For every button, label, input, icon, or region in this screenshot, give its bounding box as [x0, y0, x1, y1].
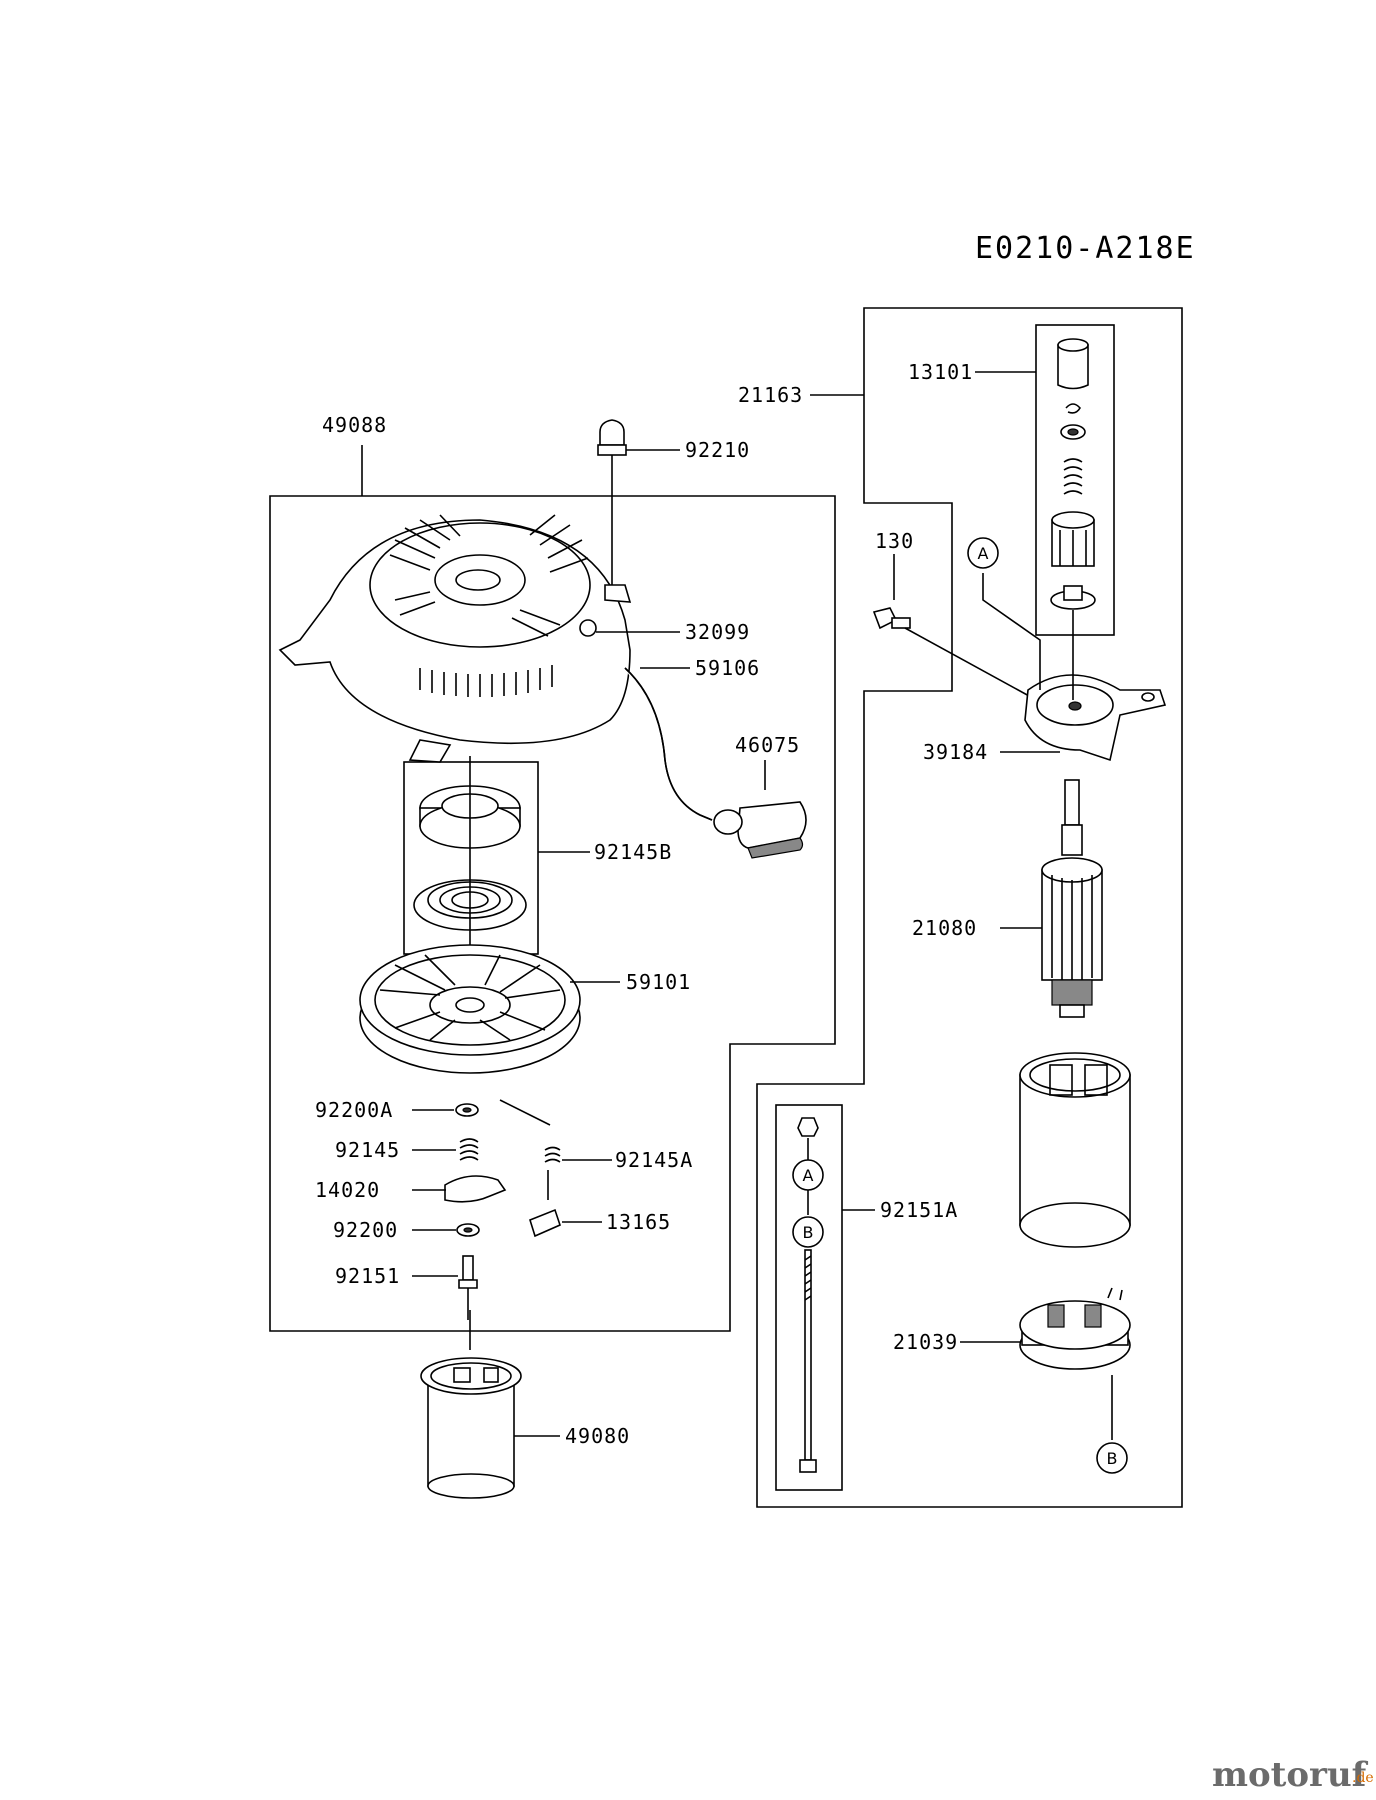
recoil-cover-32099: [278, 514, 632, 763]
marker-a-top: A: [967, 537, 999, 569]
starter-handle-46075: [713, 801, 807, 859]
screw-guide-line: [904, 627, 1041, 703]
label-92151: 92151: [335, 1264, 400, 1288]
svg-text:B: B: [803, 1223, 814, 1242]
bolt-92151: [458, 1255, 478, 1289]
starter-motor-frame: [756, 307, 1183, 1508]
reel-59101: [359, 944, 581, 1074]
label-46075: 46075: [735, 733, 800, 757]
armature-21080: [1041, 779, 1103, 1018]
label-13101: 13101: [908, 360, 973, 384]
yoke-housing: [1019, 1052, 1131, 1248]
label-92145B: 92145B: [594, 840, 672, 864]
label-59101: 59101: [626, 970, 691, 994]
svg-text:B: B: [1107, 1449, 1118, 1468]
watermark: motoruf .de: [1212, 1755, 1374, 1795]
label-130: 130: [875, 529, 914, 553]
leader-lines: [361, 371, 1060, 1437]
diagram-reference: E0210-A218E: [975, 231, 1196, 266]
bracket-39184: [1024, 674, 1167, 762]
marker-b-bottom: B: [1096, 1442, 1128, 1474]
bolt-subframe: [775, 1104, 843, 1491]
label-92200: 92200: [333, 1218, 398, 1242]
label-59106: 59106: [695, 656, 760, 680]
screw-130: [872, 607, 911, 630]
label-21039: 21039: [893, 1330, 958, 1354]
pawl-guide-line: [499, 1099, 551, 1126]
rope-inner: [624, 667, 713, 821]
watermark-suffix: .de: [1352, 1770, 1374, 1786]
cap-nut-92210: [597, 419, 627, 456]
marker-a-bolt: A: [792, 1159, 824, 1191]
spring-92145: [459, 1138, 479, 1161]
washer-92200-hole: [463, 1227, 473, 1233]
label-49088: 49088: [322, 413, 387, 437]
label-92145: 92145: [335, 1138, 400, 1162]
label-92210: 92210: [685, 438, 750, 462]
pinion-stack-13101: [1050, 338, 1096, 610]
recoil-starter-frame: [269, 495, 836, 1332]
pawl-13165: [529, 1208, 561, 1238]
washer-92200A-hole: [462, 1107, 472, 1113]
label-21080: 21080: [912, 916, 977, 940]
label-92200A: 92200A: [315, 1098, 393, 1122]
brush-holder-21039: [1019, 1287, 1131, 1370]
starter-rope-59106: [624, 667, 713, 821]
label-49080: 49080: [565, 1424, 630, 1448]
cup-49080: [420, 1357, 522, 1499]
label-32099: 32099: [685, 620, 750, 644]
watermark-brand: motoruf: [1212, 1755, 1369, 1795]
label-92151A: 92151A: [880, 1198, 958, 1222]
spring-92145A: [544, 1146, 561, 1163]
ratchet-14020: [444, 1175, 507, 1203]
pinion-subframe: [1035, 324, 1115, 636]
marker-b-bolt: B: [792, 1216, 824, 1248]
bolt-assembly-92151A: [797, 1117, 819, 1473]
cover-vents: [389, 514, 589, 697]
label-92145A: 92145A: [615, 1148, 693, 1172]
marker-a-line: [982, 573, 1041, 690]
svg-text:A: A: [978, 544, 989, 563]
label-14020: 14020: [315, 1178, 380, 1202]
svg-text:A: A: [803, 1166, 814, 1185]
label-13165: 13165: [606, 1210, 671, 1234]
label-39184: 39184: [923, 740, 988, 764]
label-21163: 21163: [738, 383, 803, 407]
